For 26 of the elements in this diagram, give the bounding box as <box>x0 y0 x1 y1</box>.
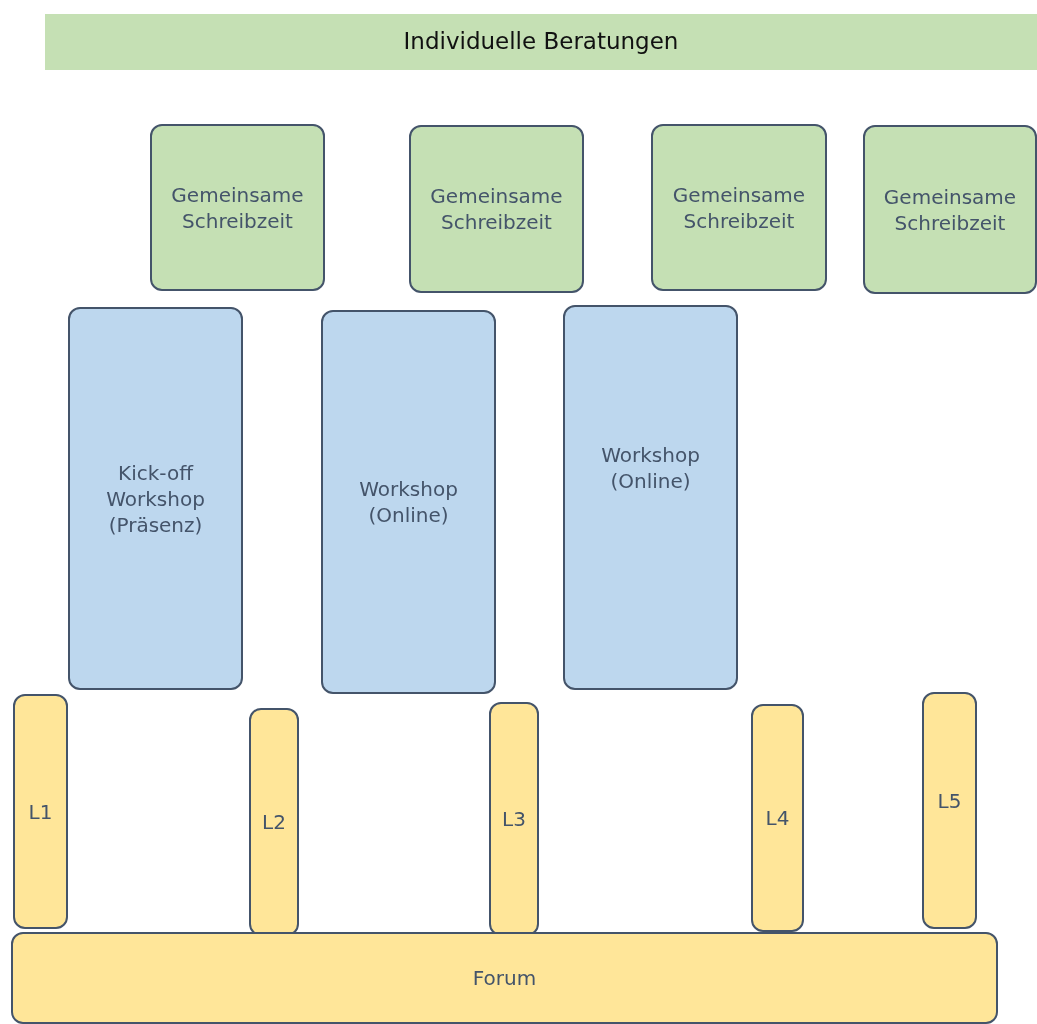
box-label: Forum <box>472 965 537 991</box>
banner <box>45 14 1037 70</box>
session-box <box>651 124 827 291</box>
box-label: Gemeinsame Schreibzeit <box>429 183 564 235</box>
box-label: Gemeinsame Schreibzeit <box>170 181 305 234</box>
box-label: L3 <box>502 806 526 832</box>
workshop-box <box>321 310 496 694</box>
lesson-bar <box>13 694 68 929</box>
box-label: Workshop (Online) <box>358 476 459 528</box>
lesson-bar <box>922 692 977 929</box>
box-label: Gemeinsame Schreibzeit <box>882 183 1018 236</box>
session-box <box>150 124 325 291</box>
box-label: Individuelle Beratungen <box>403 27 679 57</box>
lesson-bar <box>751 704 804 932</box>
workshop-box <box>563 305 738 690</box>
session-box <box>409 125 584 293</box>
box-label: Kick-off Workshop (Präsenz) <box>105 459 206 538</box>
box-label: Gemeinsame Schreibzeit <box>671 181 807 234</box>
workshop-box <box>68 307 243 690</box>
forum-bar <box>11 932 998 1024</box>
session-box <box>863 125 1037 294</box>
box-label: L4 <box>765 805 790 831</box>
box-label: L2 <box>262 809 286 835</box>
box-label: L5 <box>937 787 962 814</box>
box-label: Workshop (Online) <box>600 441 701 494</box>
box-label: L1 <box>28 798 53 825</box>
